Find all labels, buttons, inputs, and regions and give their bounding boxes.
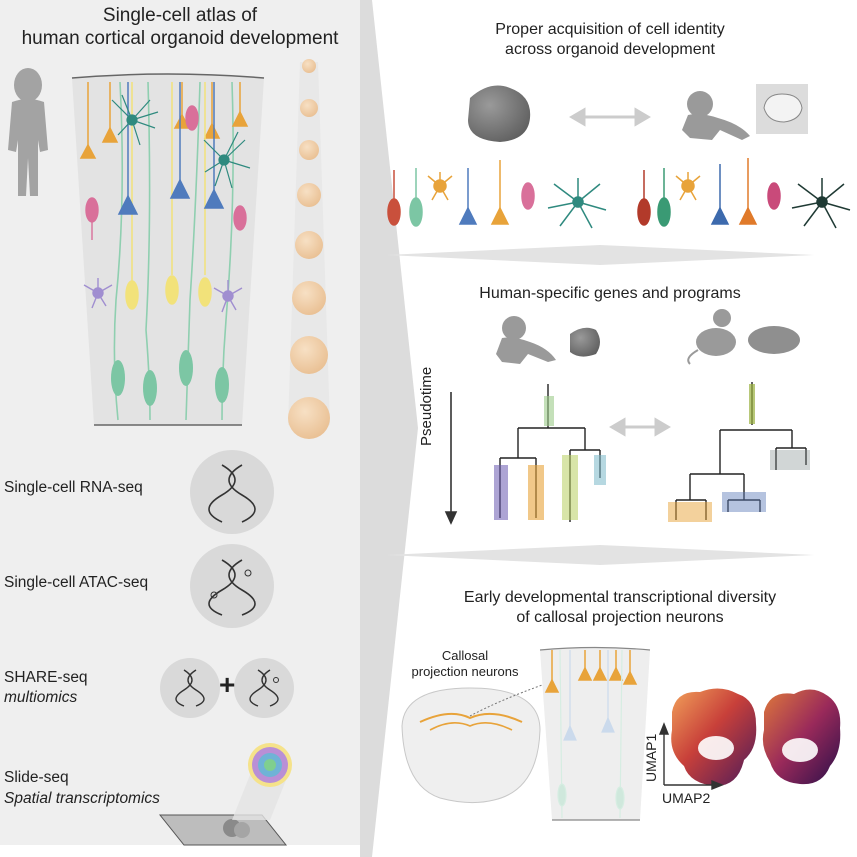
umap-axes	[658, 722, 724, 791]
slideseq-graphic	[158, 743, 292, 846]
section1-title-line1: Proper acquisition of cell identity	[495, 21, 725, 38]
plus-sign: +	[219, 669, 236, 700]
blue-neurons	[117, 82, 225, 215]
section3-title: Early developmental transcriptional dive…	[420, 588, 820, 628]
method-slideseq-subtitle: Spatial transcriptomics	[4, 790, 160, 807]
umap-plot-1	[671, 688, 757, 786]
section1-title-line2: across organoid development	[505, 41, 715, 58]
section3-title-line2: of callosal projection neurons	[516, 609, 724, 626]
organoid-cell-types	[387, 160, 607, 229]
callout-line2: projection neurons	[411, 664, 519, 679]
umap2-label: UMAP2	[662, 790, 711, 806]
human-silhouette-icon	[8, 68, 48, 196]
pink-neurons	[85, 105, 247, 240]
double-arrow-icon-2	[609, 417, 671, 437]
teal-astrocytes	[111, 94, 251, 189]
organoid-sphere-icon	[468, 85, 531, 142]
left-title-line1: Single-cell atlas of	[102, 5, 258, 26]
section3-title-line1: Early developmental transcriptional dive…	[463, 589, 777, 606]
method-scatac-label: Single-cell ATAC-seq	[4, 574, 149, 591]
pseudotime-arrow	[444, 392, 458, 525]
chevron-divider	[360, 0, 418, 857]
orange-neurons	[79, 82, 249, 159]
shareseq-circles	[160, 658, 294, 718]
double-arrow-icon-1	[569, 107, 651, 127]
cortical-slab	[71, 73, 265, 426]
baby-silhouette-icon	[682, 91, 750, 140]
left-title-line2: human cortical organoid development	[21, 28, 339, 49]
organoid-icon-2	[570, 327, 600, 357]
method-scrna-label: Single-cell RNA-seq	[4, 479, 143, 496]
scrna-circle	[190, 450, 274, 534]
section2-title: Human-specific genes and programs	[479, 285, 741, 302]
baby-icon-2	[496, 316, 556, 364]
umap1-label: UMAP1	[643, 733, 659, 782]
pseudotime-label: Pseudotime	[418, 366, 435, 446]
umap-plot-2	[762, 689, 841, 785]
callout-leader-line	[469, 683, 546, 717]
yellow-neurons	[125, 82, 212, 310]
mouse-icon	[687, 309, 736, 365]
section-separator-2	[386, 545, 814, 565]
mouse-brain-icon	[748, 326, 800, 354]
method-shareseq-label: SHARE-seq	[4, 669, 88, 686]
mouse-brain-section	[401, 687, 541, 804]
method-slideseq-label: Slide-seq	[4, 769, 69, 786]
mouse-tree-branches-colored	[668, 450, 810, 522]
section1-title: Proper acquisition of cell identity acro…	[420, 20, 800, 60]
radial-glia-somas	[111, 350, 229, 406]
callout-label: Callosal projection neurons	[395, 648, 535, 680]
callout-line1: Callosal	[441, 648, 489, 663]
human-tree-branches-colored	[494, 396, 606, 520]
faded-cortical-slab	[539, 646, 651, 821]
purple-interneurons	[83, 278, 243, 313]
in-vivo-cell-types	[637, 158, 851, 229]
organoid-growth-series	[288, 59, 330, 439]
section-separator-1	[386, 245, 814, 265]
method-shareseq-subtitle: multiomics	[4, 689, 78, 706]
brain-inset-icon	[756, 84, 808, 134]
left-title: Single-cell atlas of human cortical orga…	[0, 4, 360, 50]
scatac-circle	[190, 544, 274, 628]
